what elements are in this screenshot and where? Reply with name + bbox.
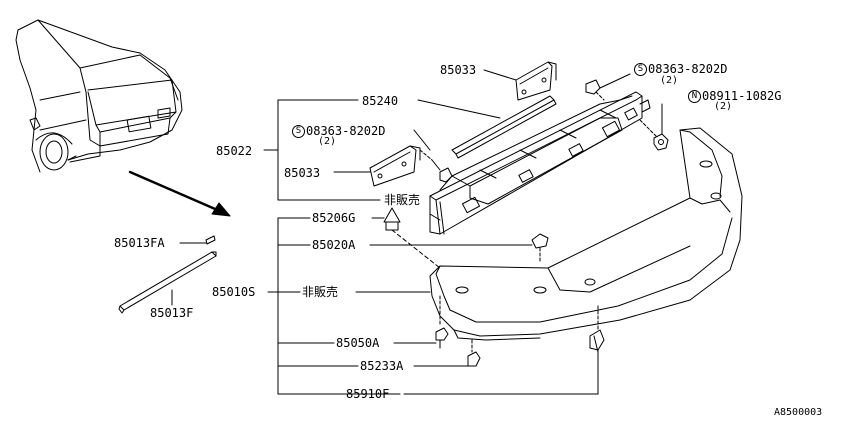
screw-85020a <box>531 233 549 263</box>
leader-lines <box>179 69 599 395</box>
car-illustration <box>15 19 183 173</box>
label-85233a: 85233A <box>360 359 404 373</box>
bolt-top <box>585 73 631 101</box>
direction-arrow <box>128 170 231 217</box>
label-not-sold-upper: 非販売 <box>384 193 421 207</box>
label-85240: 85240 <box>362 94 399 108</box>
label-85050a: 85050A <box>336 336 380 350</box>
bumper-fascia <box>429 127 743 341</box>
s-symbol: S <box>292 125 305 138</box>
seal-strip <box>451 95 557 159</box>
label-85206g: 85206G <box>312 211 356 225</box>
label-bolt-top-number: 08363-8202D <box>648 62 728 76</box>
label-85020a: 85020A <box>312 238 356 252</box>
screw-85050a <box>435 295 449 349</box>
label-nut-number: 08911-1082G <box>702 89 782 103</box>
s-symbol: S <box>634 63 647 76</box>
label-bolt-top-qty: (2) <box>660 75 679 86</box>
label-not-sold-lower: 非販売 <box>302 285 339 299</box>
molding-strip <box>118 235 217 314</box>
label-bolt-mid-qty: (2) <box>318 136 337 147</box>
bracket-middle <box>369 145 421 187</box>
label-85013f: 85013F <box>150 306 194 320</box>
n-symbol: N <box>688 90 701 103</box>
bolt-mid <box>419 149 453 183</box>
nut <box>639 103 669 151</box>
label-85010s: 85010S <box>212 285 256 299</box>
label-85033-top: 85033 <box>440 63 477 77</box>
clip-85206g <box>383 207 441 269</box>
label-85910f: 85910F <box>346 387 390 401</box>
label-85013fa: 85013FA <box>114 236 165 250</box>
label-bolt-mid-number: 08363-8202D <box>306 124 386 138</box>
label-85022: 85022 <box>216 144 253 158</box>
bracket-upper <box>515 61 557 101</box>
diagram-id: A8500003 <box>774 407 823 418</box>
clip-85910f <box>589 305 605 353</box>
screw-85233a <box>467 339 481 367</box>
label-85033-mid: 85033 <box>284 166 321 180</box>
label-nut-qty: (2) <box>714 101 733 112</box>
